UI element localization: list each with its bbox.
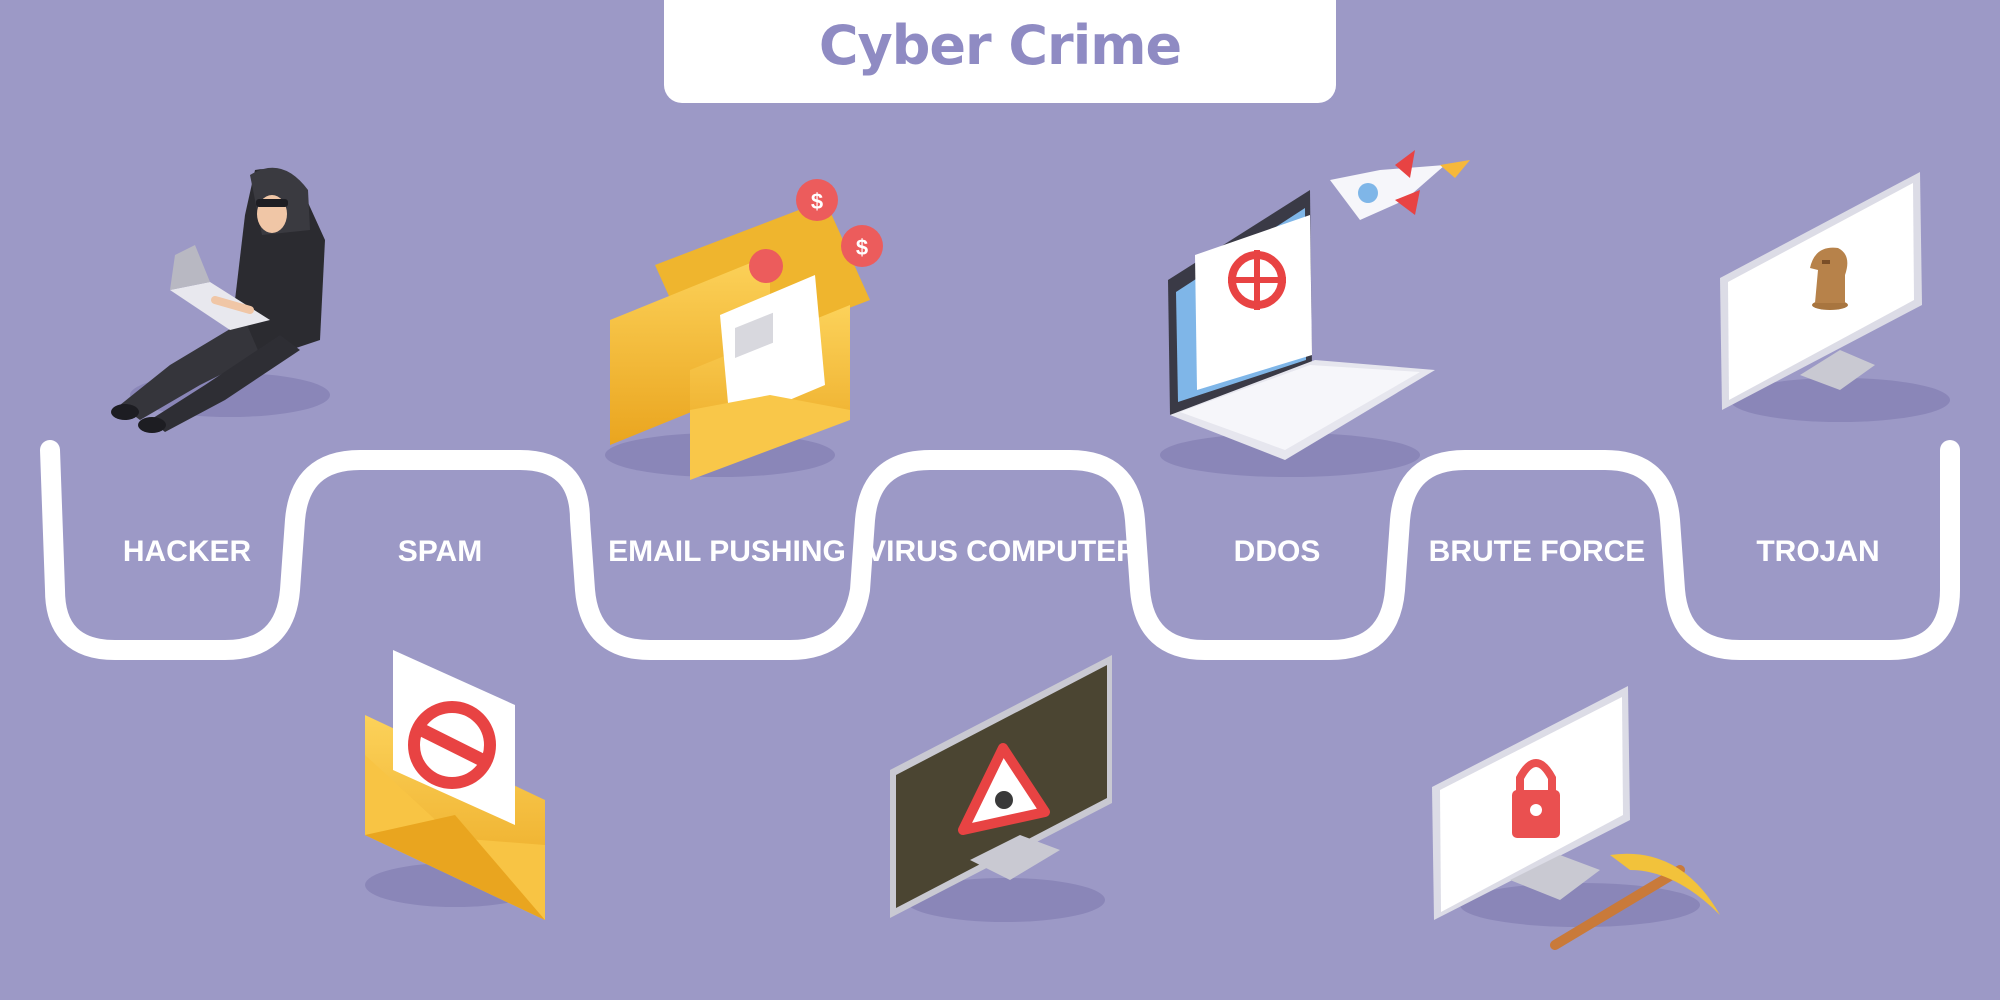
step-label-hacker: HACKER xyxy=(123,535,252,568)
title-banner: Cyber Crime xyxy=(664,0,1336,103)
step-label-virus-computer: VIRUS COMPUTER xyxy=(866,535,1138,568)
step-label-brute-force: BRUTE FORCE xyxy=(1429,535,1646,568)
phishing-envelopes-icon: $ $ xyxy=(605,179,883,480)
step-label-spam: SPAM xyxy=(398,535,482,568)
spam-envelope-icon xyxy=(365,650,545,920)
step-label-email-pushing: EMAIL PUSHING xyxy=(608,535,846,568)
hacker-with-laptop-icon xyxy=(111,167,330,433)
virus-monitor-icon xyxy=(890,655,1112,922)
ddos-laptop-rocket-icon xyxy=(1160,150,1470,477)
svg-text:$: $ xyxy=(811,189,823,214)
page-title: Cyber Crime xyxy=(818,14,1182,77)
locked-monitor-pickaxe-icon xyxy=(1432,686,1720,950)
timeline-path xyxy=(40,440,1960,660)
trojan-horse-monitor-icon xyxy=(1720,172,1950,422)
step-label-trojan: TROJAN xyxy=(1756,535,1879,568)
svg-text:$: $ xyxy=(856,235,868,260)
step-label-ddos: DDOS xyxy=(1234,535,1321,568)
